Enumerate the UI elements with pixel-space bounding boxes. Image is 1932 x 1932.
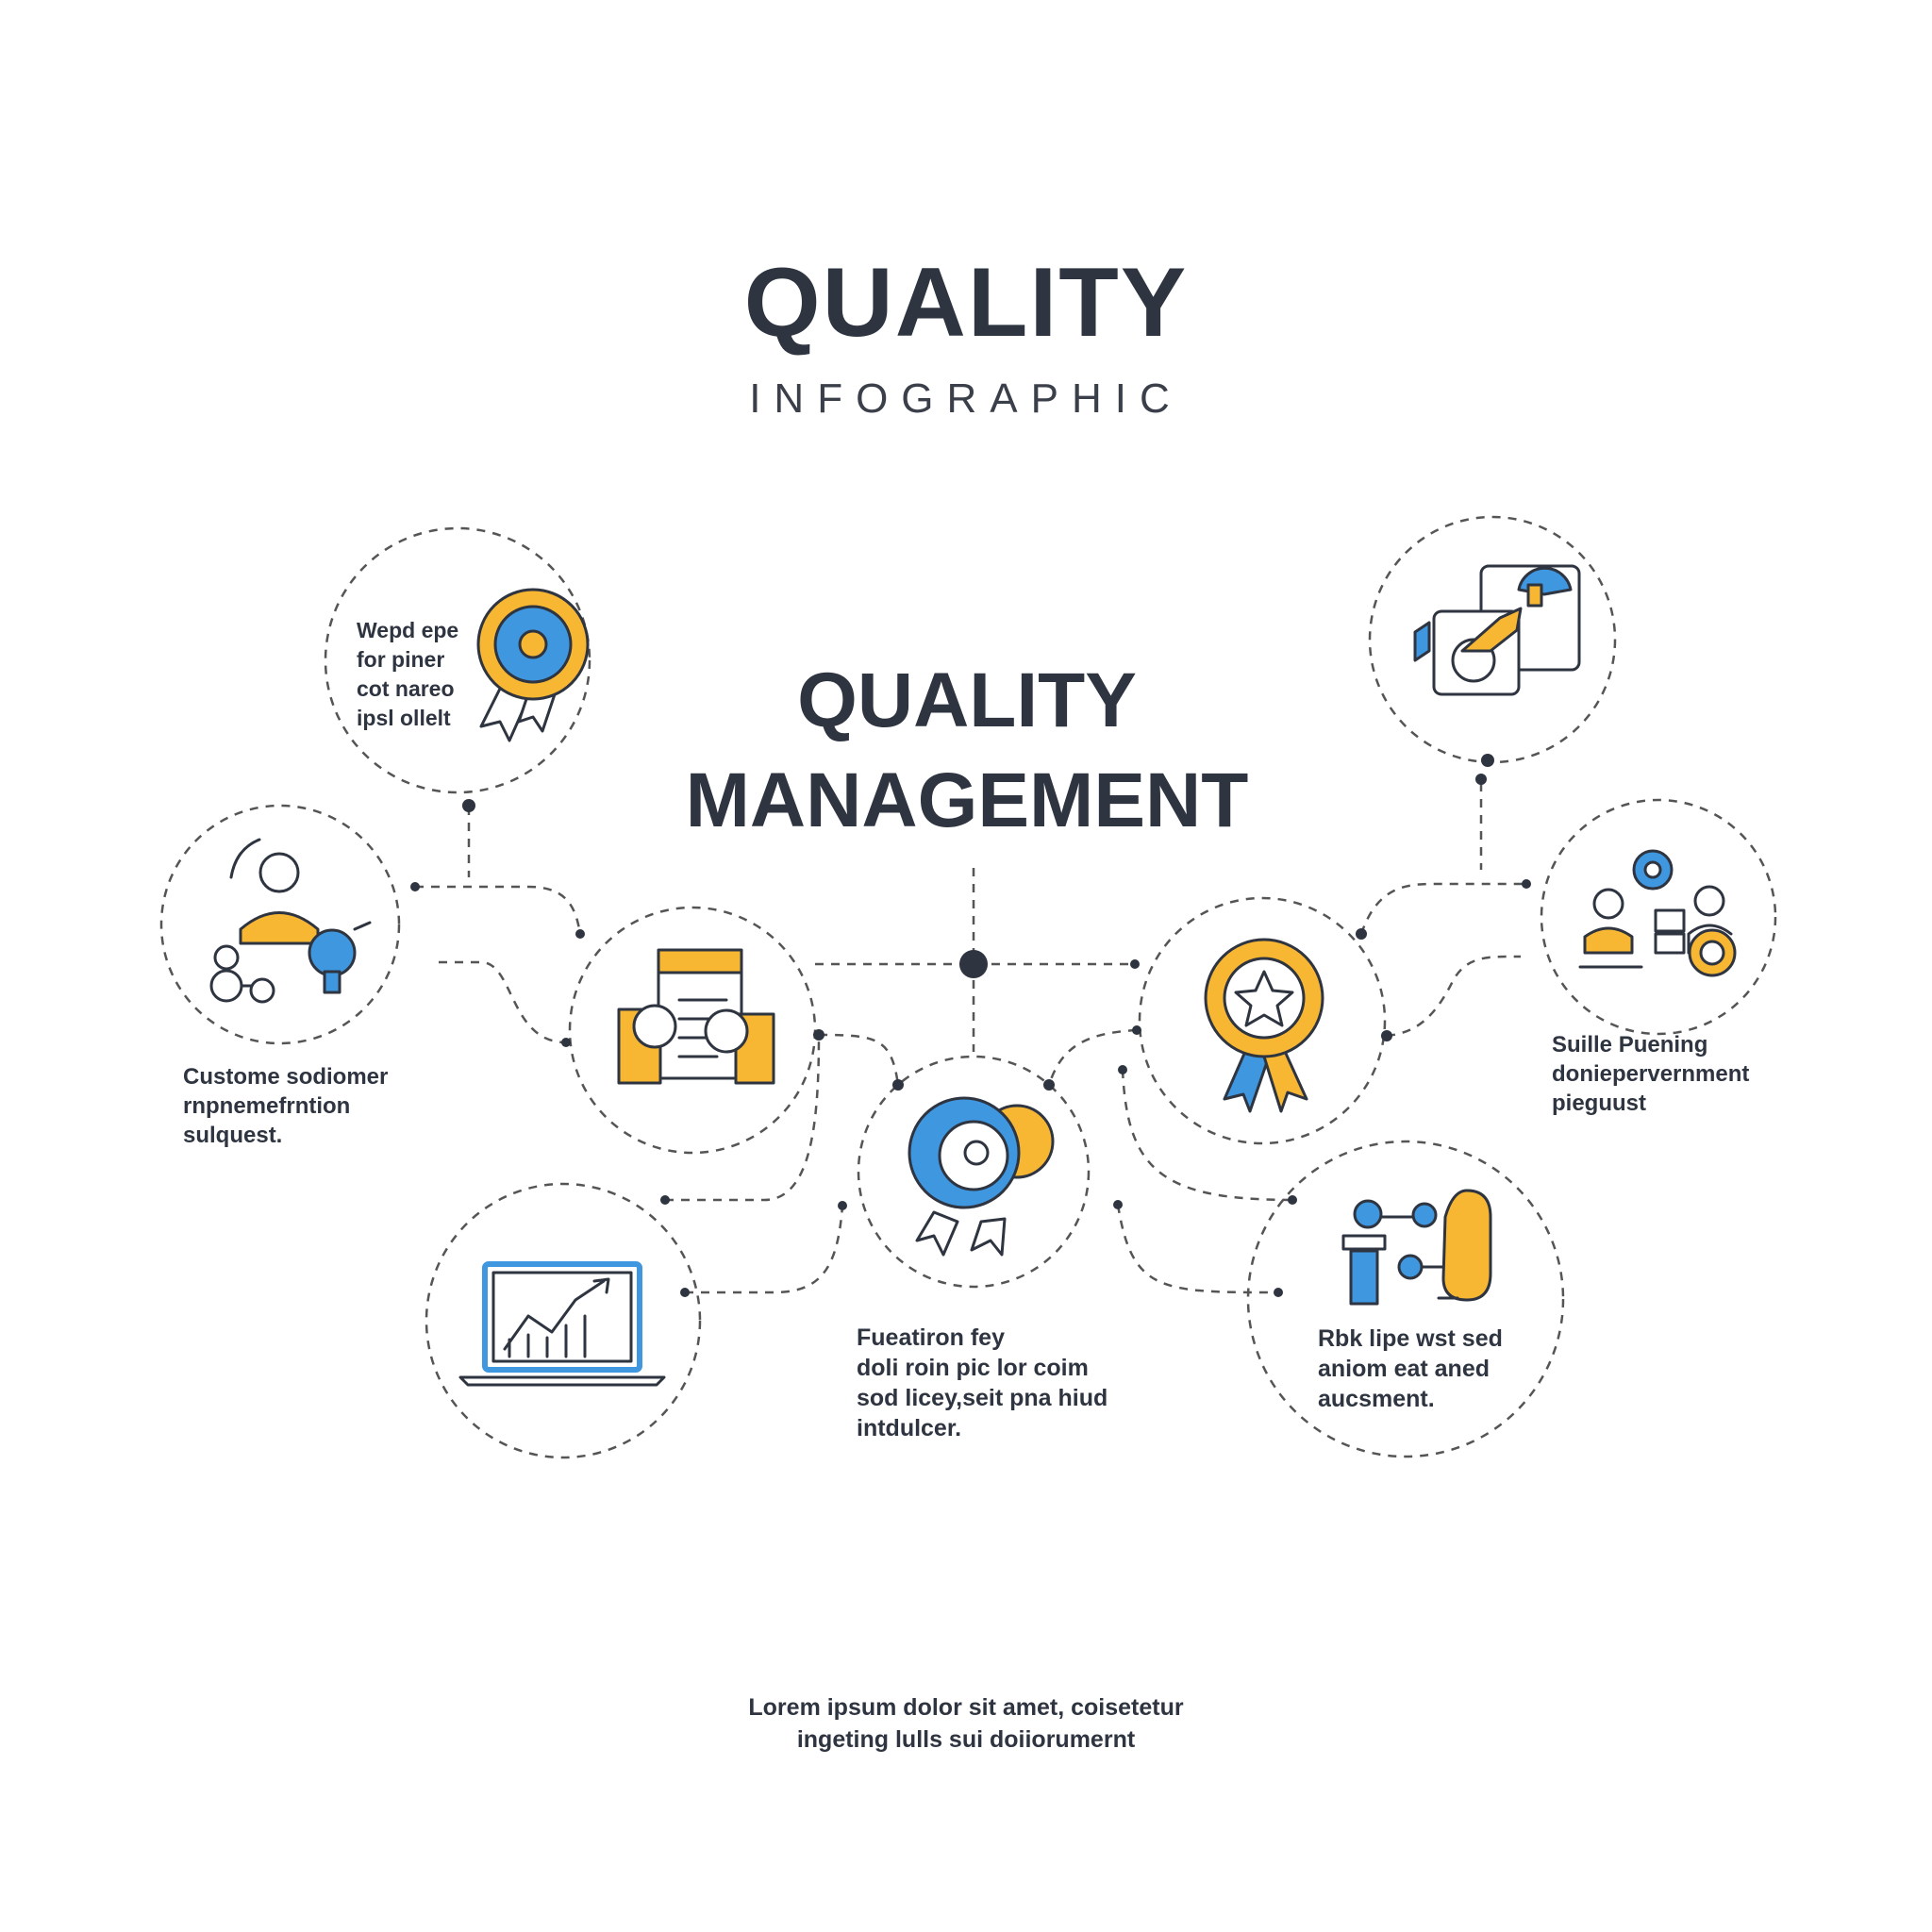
connector-dot: [1043, 1079, 1055, 1091]
footer-line2: ingeting lulls sui doiiorumernt: [796, 1726, 1136, 1753]
connector-dot: [660, 1195, 670, 1205]
connector: [665, 1035, 821, 1202]
label-line: sod licey,seit pna hiud: [857, 1385, 1108, 1411]
connector-dot: [462, 799, 475, 812]
star-rosette-icon: [1204, 938, 1324, 1113]
connector-dot: [575, 929, 585, 939]
connector: [1121, 1069, 1293, 1202]
report-hand-icon: [1413, 564, 1581, 696]
label-line: doniepervernment: [1552, 1061, 1750, 1087]
node-circle-right: [1540, 798, 1777, 1036]
label-right-bottom: Rbk lipe wst sed aniom eat aned aucsment…: [1318, 1324, 1503, 1414]
connector: [415, 885, 582, 935]
node-circle-lower-left: [425, 1182, 702, 1459]
node-circle-mid-right: [1138, 896, 1387, 1145]
label-line: Wepd epe: [357, 618, 459, 642]
page-title: QUALITY: [743, 248, 1189, 358]
label-line: aucsment.: [1318, 1386, 1435, 1412]
label-line: doli roin pic lor coim: [857, 1355, 1089, 1381]
label-line: cot nareo: [357, 676, 455, 701]
team-gears-icon: [1578, 849, 1737, 977]
node-circle-mid-left: [568, 906, 817, 1155]
label-line: Suille Puening: [1552, 1032, 1708, 1058]
connector-dot: [838, 1201, 847, 1210]
label-line: for piner: [357, 647, 445, 672]
connector-dot: [1274, 1288, 1283, 1297]
label-line: rnpnemefrntion: [183, 1093, 351, 1119]
node-circle-top-left: [324, 526, 591, 794]
connector-dot: [410, 882, 420, 891]
connector: [685, 1205, 844, 1294]
label-right: Suille Puening doniepervernment pieguust: [1552, 1030, 1749, 1118]
node-circle-lower-right: [1246, 1140, 1565, 1458]
label-line: pieguust: [1552, 1091, 1646, 1116]
connector-dot: [1522, 879, 1531, 889]
connector-dot: [680, 1288, 690, 1297]
connector-dot: [1113, 1200, 1123, 1209]
connector-dot: [1475, 774, 1487, 785]
connector: [439, 960, 567, 1044]
connector-dot: [1130, 959, 1140, 969]
connector-dot: [1288, 1195, 1297, 1205]
label-left: Custome sodiomer rnpnemefrntion sulquest…: [183, 1062, 388, 1150]
connector: [1386, 955, 1522, 1038]
connector-dot: [1356, 928, 1367, 940]
label-line: ipsl ollelt: [357, 706, 451, 730]
node-circle-center: [857, 1055, 1091, 1289]
connector-dot: [1481, 754, 1494, 767]
connector-dot: [561, 1038, 571, 1047]
connector-dot: [892, 1079, 904, 1091]
customer-team-icon: [209, 838, 372, 1004]
award-ribbon-icon: [908, 1096, 1055, 1257]
node-circle-left: [159, 804, 401, 1045]
center-title-line1: QUALITY: [797, 658, 1137, 743]
connector: [818, 1033, 900, 1086]
medal-badge-icon: [476, 588, 590, 742]
label-line: intdulcer.: [857, 1415, 962, 1441]
connector-dot: [1381, 1030, 1392, 1041]
laptop-chart-icon: [458, 1261, 666, 1387]
page-subtitle: INFOGRAPHIC: [749, 375, 1183, 422]
document-review-icon: [617, 948, 775, 1085]
process-flow-icon: [1341, 1189, 1492, 1306]
label-top-left: Wepd epe for piner cot nareo ipsl ollelt: [357, 616, 458, 733]
connector-dot: [813, 1029, 824, 1041]
label-line: Rbk lipe wst sed: [1318, 1325, 1503, 1352]
center-title-line2: MANAGEMENT: [685, 758, 1249, 843]
label-line: Custome sodiomer: [183, 1064, 389, 1090]
connector-dot: [1118, 1065, 1127, 1074]
connector: [1047, 1028, 1138, 1086]
label-center-bottom: Fueatiron fey doli roin pic lor coim sod…: [857, 1323, 1108, 1443]
connector-hub: [959, 950, 988, 978]
label-line: Fueatiron fey: [857, 1324, 1005, 1351]
connector-dot: [1132, 1025, 1141, 1035]
footer-line1: Lorem ipsum dolor sit amet, coisetetur: [748, 1694, 1184, 1721]
label-line: aniom eat aned: [1318, 1356, 1490, 1382]
label-line: sulquest.: [183, 1123, 283, 1148]
connector: [1359, 882, 1526, 935]
